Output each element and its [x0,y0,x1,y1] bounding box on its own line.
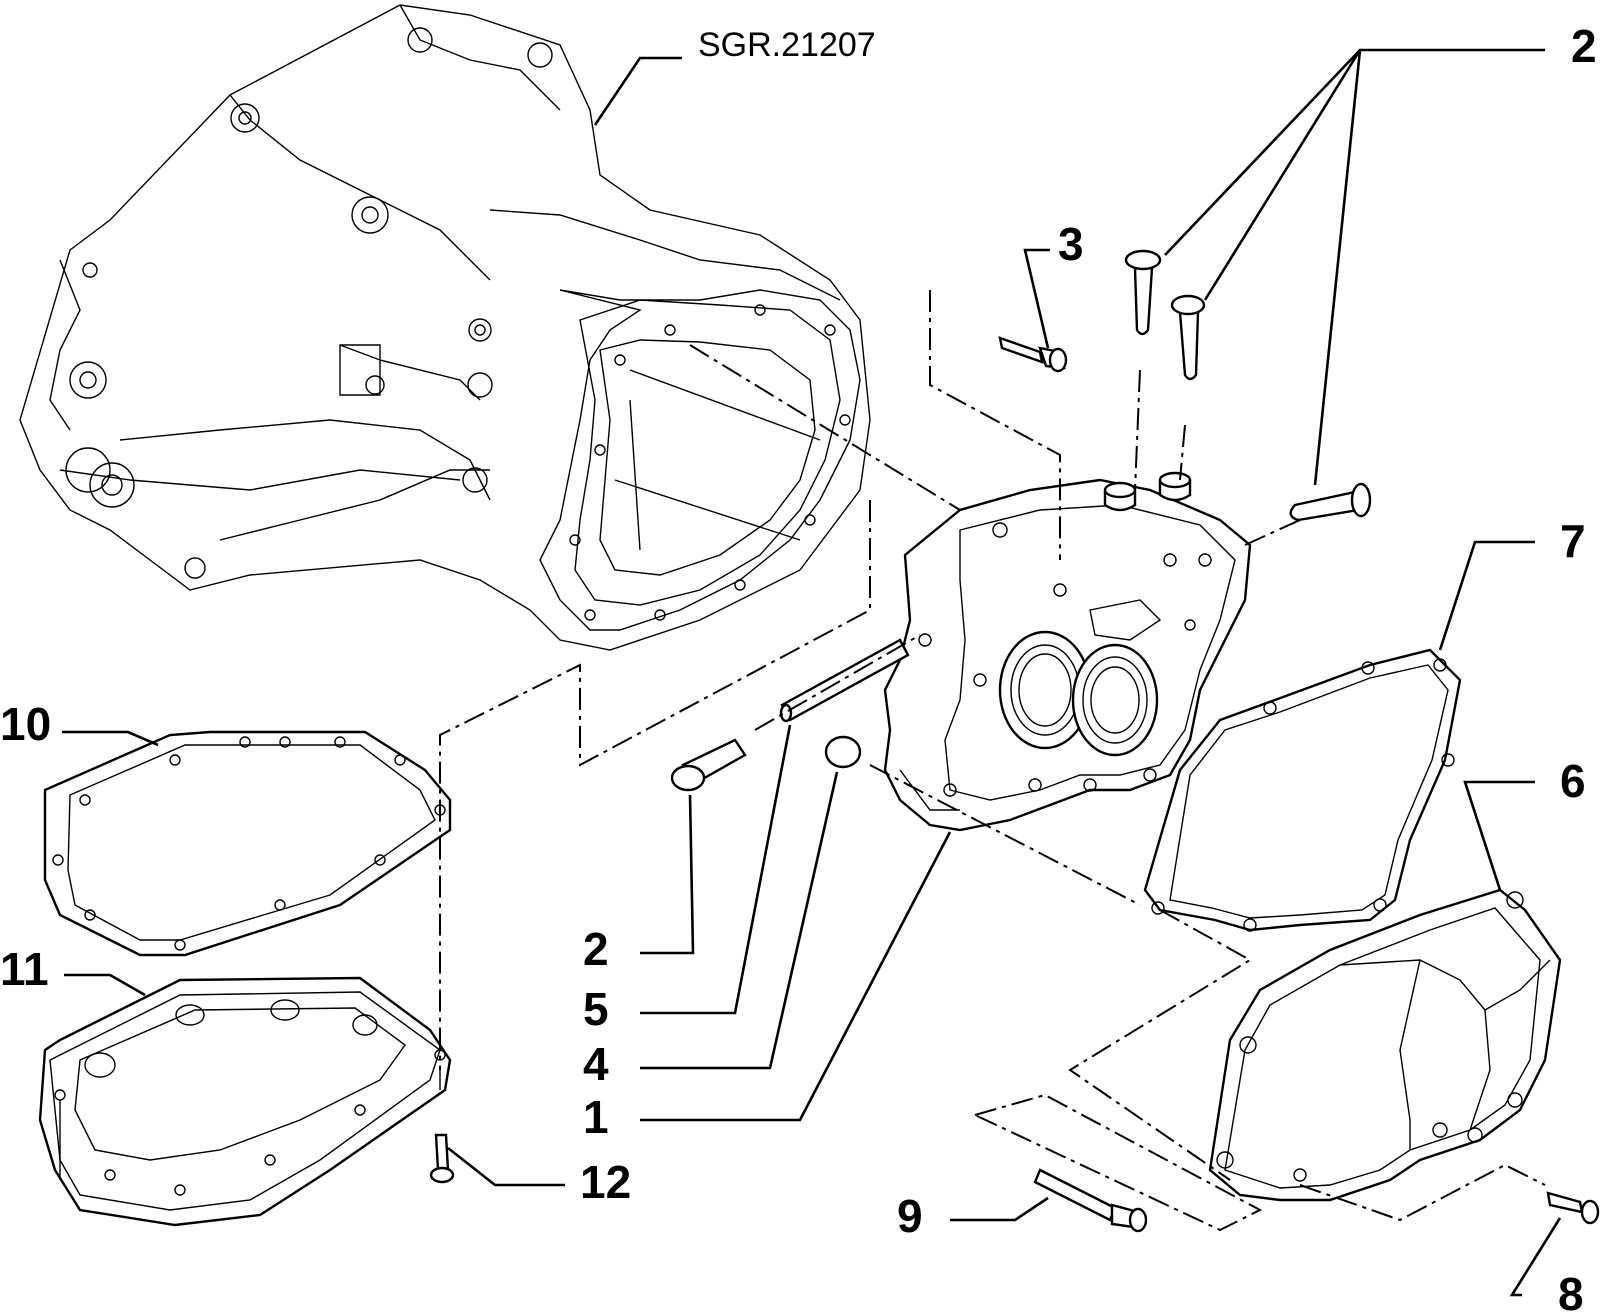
outer-cover [1208,888,1562,1202]
dowel-pin-bottom [670,738,747,792]
bolt-part-9 [1033,1168,1148,1233]
plug-part-4 [824,735,862,769]
callout-2-bottom: 2 [583,923,609,975]
cover-gasket [1143,648,1462,932]
reference-code-label: SGR.21207 [698,26,876,64]
dowel-pin-top-1 [1124,249,1162,336]
callout-9: 9 [897,1190,923,1242]
oil-pan-gasket [43,730,452,957]
callout-6: 6 [1560,755,1586,807]
callout-7: 7 [1560,515,1586,567]
rod-part-5 [779,638,910,723]
gearbox-housing [19,4,871,651]
callout-10: 10 [0,698,51,750]
gearbox-cover-casing [883,471,1252,832]
bolt-part-8 [1546,1191,1600,1225]
leader-lines [62,48,1562,1297]
assembly-lines [439,290,1546,1232]
callout-1: 1 [583,1091,609,1143]
callout-8: 8 [1558,1268,1584,1312]
callout-4: 4 [583,1038,609,1090]
oil-pan [38,976,452,1227]
callout-12: 12 [580,1156,631,1208]
callout-2-top: 2 [1571,20,1597,72]
housing-flange-holes [569,304,851,621]
bolt-part-3 [998,336,1068,373]
dowel-pin-right [1289,482,1372,522]
dowel-pin-top-2 [1170,294,1206,381]
callout-3: 3 [1058,218,1084,270]
callout-11: 11 [0,943,49,995]
callout-5: 5 [583,983,609,1035]
drain-bolt-part-12 [429,1133,455,1184]
